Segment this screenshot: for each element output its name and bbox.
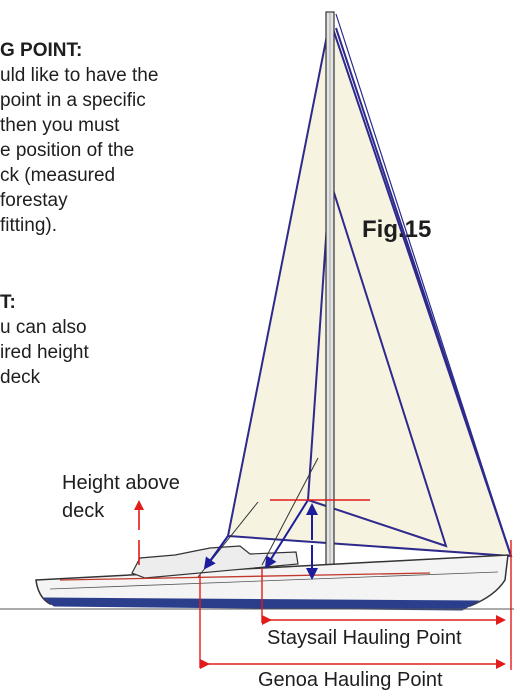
hauling-point-line: e position of the: [0, 140, 135, 161]
height-above-deck-dimension: [134, 499, 370, 565]
staysail: [306, 179, 448, 548]
genoa-hauling-point-label: Genoa Hauling Point: [258, 669, 443, 691]
hauling-point-line: forestay: [0, 190, 68, 211]
height-line: u can also: [0, 317, 87, 338]
staysail-sheet-arrow: [264, 499, 309, 569]
hauling-point-line: fitting).: [0, 215, 58, 236]
height-heading: T:: [0, 292, 16, 313]
height-above-deck-label: Height above: [62, 472, 180, 494]
mainsail-leech: [335, 27, 512, 557]
hauling-point-line: then you must: [0, 115, 120, 136]
height-above-deck-label: deck: [62, 500, 105, 522]
staysail-hauling-point-label: Staysail Hauling Point: [267, 627, 462, 649]
hull: [35, 545, 509, 611]
hauling-point-line: ck (measured: [0, 165, 116, 186]
backstay: [335, 13, 512, 557]
height-line: deck: [0, 367, 41, 388]
hauling-point-heading: G POINT:: [0, 40, 83, 61]
hauling-point-line: uld like to have the: [0, 65, 159, 86]
hauling-point-line: point in a specific: [0, 90, 146, 111]
mast: [325, 11, 335, 578]
genoa-sail: [226, 16, 513, 558]
staysail-sheet-line: [261, 457, 319, 566]
genoa-sheet-arrow: [203, 535, 229, 570]
height-line: ired height: [0, 342, 89, 363]
figure-label: Fig.15: [362, 216, 432, 243]
